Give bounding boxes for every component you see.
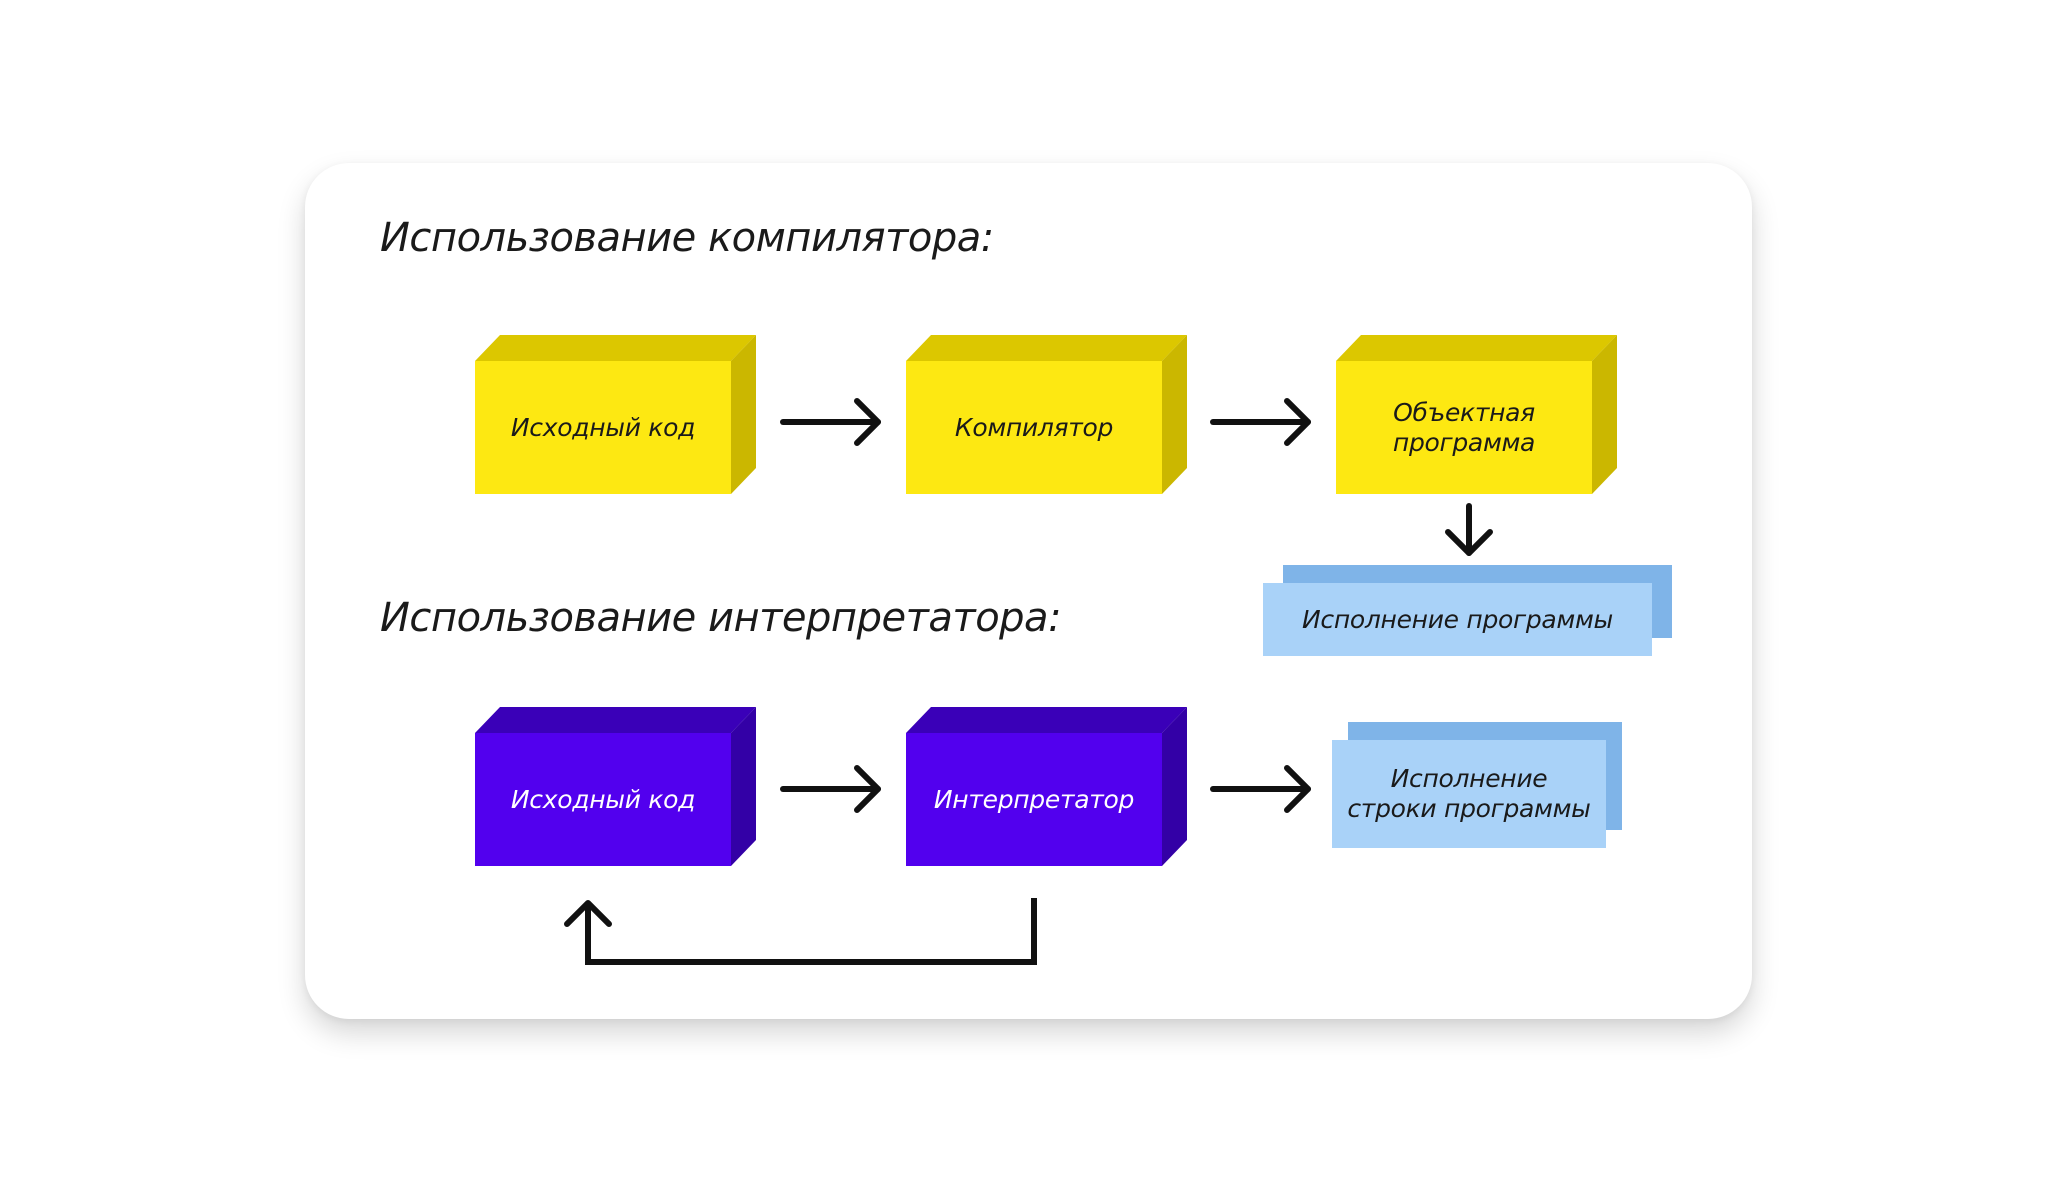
compiler-box: Компилятор — [906, 335, 1187, 494]
object-program-shape — [1336, 335, 1617, 494]
compiler-source-code-box: Исходный код — [475, 335, 756, 494]
arrow-source-to-interpreter — [780, 765, 881, 813]
line-execution-box: Исполнение строки программы — [1332, 722, 1622, 848]
compiler-source-code-shape — [475, 335, 756, 494]
interpreter-source-code-shape — [475, 707, 756, 866]
program-execution-box: Исполнение программы — [1263, 565, 1672, 656]
compiler-label: Компилятор — [954, 412, 1114, 442]
compiler-heading: Использование компилятора: — [380, 215, 994, 261]
arrow-interpreter-loop-back — [564, 898, 1037, 965]
compiler-shape — [906, 335, 1187, 494]
interpreter-box: Интерпретатор — [906, 707, 1187, 866]
interpreter-heading: Использование интерпретатора: — [380, 595, 1062, 641]
arrow-compiler-to-object-program — [1210, 398, 1311, 446]
arrow-interpreter-to-line-execution — [1210, 765, 1311, 813]
interpreter-source-code-label: Исходный код — [510, 784, 696, 814]
arrow-source-to-compiler — [780, 398, 881, 446]
arrow-object-program-to-execution — [1445, 503, 1493, 556]
interpreter-source-code-box: Исходный код — [475, 707, 756, 866]
interpreter-shape — [906, 707, 1187, 866]
interpreter-label: Интерпретатор — [933, 784, 1135, 814]
line-execution-label: Исполнение строки программы — [1332, 740, 1606, 848]
object-program-label: Объектная программа — [1392, 397, 1536, 457]
object-program-box: Объектная программа — [1336, 335, 1617, 494]
program-execution-label: Исполнение программы — [1263, 583, 1652, 656]
compiler-source-code-label: Исходный код — [510, 412, 696, 442]
